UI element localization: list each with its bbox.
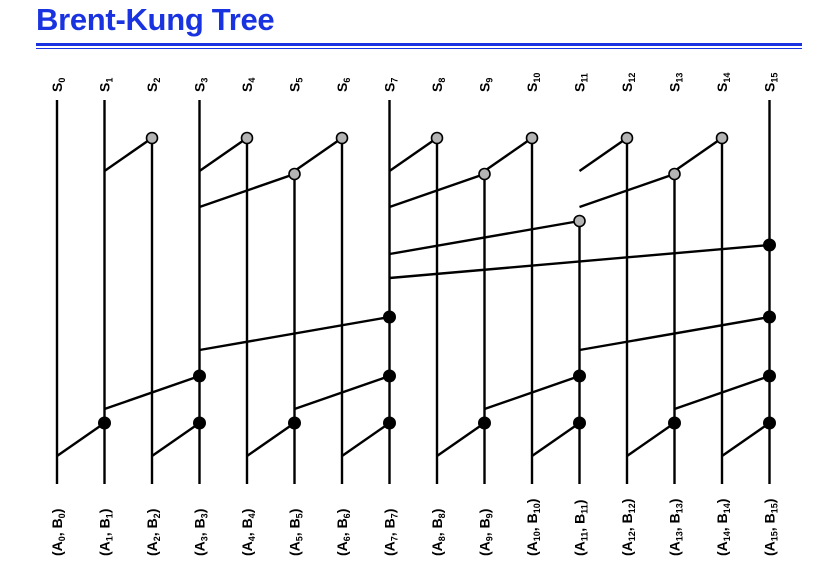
gray-node-12-level-7	[620, 131, 634, 145]
gray-node-13-level-6	[668, 167, 681, 181]
gray-node-14-level-7	[715, 131, 729, 145]
black-node-15-level-2	[763, 369, 776, 383]
input-label-a11-b11: (A11, B11)	[572, 500, 590, 556]
title-underline-thin	[36, 48, 802, 49]
gray-node-8-level-7	[430, 131, 444, 145]
link-13-to-15-level-2	[674, 374, 770, 411]
black-node-7-level-1	[383, 416, 396, 430]
input-label-a7-b7: (A7, B7)	[382, 509, 400, 556]
output-label-s8: S8	[429, 78, 447, 92]
output-label-s10: S10	[524, 73, 542, 92]
output-label-s11: S11	[572, 73, 590, 92]
input-label-a10-b10: (A10, B10)	[524, 499, 542, 556]
input-label-a14-b14: (A14, B14)	[714, 499, 732, 556]
link-7-to-15-level-4	[389, 243, 770, 280]
output-label-s0: S0	[49, 78, 67, 92]
link-11-to-12-level-7	[578, 137, 628, 172]
link-7-to-9-level-6	[389, 172, 485, 209]
link-1-to-3-level-2	[104, 374, 200, 411]
link-5-to-6-level-7	[293, 137, 343, 172]
link-6-to-7-level-1	[341, 422, 391, 457]
output-label-s12: S12	[619, 73, 637, 92]
link-9-to-10-level-7	[483, 137, 533, 172]
gray-node-10-level-7	[525, 131, 539, 145]
link-2-to-3-level-1	[151, 422, 201, 457]
input-label-a0-b0: (A0, B0)	[49, 509, 67, 556]
link-12-to-13-level-1	[626, 422, 676, 457]
input-label-a15-b15: (A15, B15)	[762, 499, 780, 556]
input-label-a6-b6: (A6, B6)	[334, 509, 352, 556]
output-label-s7: S7	[382, 78, 400, 92]
black-node-15-level-4	[763, 238, 776, 252]
link-7-to-11-level-5	[389, 219, 580, 256]
link-7-to-8-level-7	[388, 137, 438, 172]
output-label-s3: S3	[192, 78, 210, 92]
black-node-13-level-1	[668, 416, 681, 430]
link-1-to-2-level-7	[103, 137, 153, 172]
input-label-a5-b5: (A5, B5)	[287, 509, 305, 556]
gray-node-5-level-6	[288, 167, 301, 181]
output-label-s14: S14	[714, 73, 732, 92]
output-label-s1: S1	[97, 78, 115, 92]
input-label-a12-b12: (A12, B12)	[619, 499, 637, 556]
output-label-s5: S5	[287, 78, 305, 92]
output-label-row: S0 S1 S2 S3 S4 S5 S6 S7 S8 S9 S10 S11 S12 S13 S14 S15	[49, 73, 780, 92]
wire-layer	[55, 100, 771, 484]
output-label-s9: S9	[477, 78, 495, 92]
link-14-to-15-level-1	[721, 422, 771, 457]
black-node-5-level-1	[288, 416, 301, 430]
link-11-to-15-level-3	[579, 315, 770, 352]
output-label-s15: S15	[762, 73, 780, 92]
slide-title: Brent-Kung Tree	[36, 2, 275, 37]
gray-node-4-level-7	[240, 131, 254, 145]
link-8-to-9-level-1	[436, 422, 486, 457]
black-node-11-level-2	[573, 369, 586, 383]
black-node-3-level-1	[193, 416, 206, 430]
gray-node-9-level-6	[478, 167, 491, 181]
link-9-to-11-level-2	[484, 374, 580, 411]
input-label-a9-b9: (A9, B9)	[477, 509, 495, 556]
input-label-a2-b2: (A2, B2)	[144, 509, 162, 556]
input-label-a1-b1: (A1, B1)	[97, 509, 115, 556]
gray-node-11-level-5	[573, 214, 586, 228]
title-underline	[36, 43, 802, 46]
link-13-to-14-level-7	[673, 137, 723, 172]
link-3-to-5-level-6	[199, 172, 295, 209]
input-label-a8-b8: (A8, B8)	[429, 509, 447, 556]
black-node-9-level-1	[478, 416, 491, 430]
black-node-7-level-2	[383, 369, 396, 383]
black-node-3-level-2	[193, 369, 206, 383]
link-4-to-5-level-1	[246, 422, 296, 457]
output-label-s2: S2	[144, 78, 162, 92]
output-label-s4: S4	[239, 78, 257, 92]
input-label-a13-b13: (A13, B13)	[667, 499, 685, 556]
input-label-a4-b4: (A4, B4)	[239, 509, 257, 556]
link-10-to-11-level-1	[531, 422, 581, 457]
link-3-to-7-level-3	[199, 315, 390, 352]
black-node-15-level-1	[763, 416, 776, 430]
link-0-to-1-level-1	[56, 422, 106, 457]
black-node-7-level-3	[383, 310, 396, 324]
link-5-to-7-level-2	[294, 374, 390, 411]
black-node-11-level-1	[573, 416, 586, 430]
black-node-1-level-1	[98, 416, 111, 430]
output-label-s13: S13	[667, 73, 685, 92]
node-layer	[98, 131, 776, 430]
link-11-to-13-level-6	[579, 172, 675, 209]
input-label-row: (A0, B0) (A1, B1) (A2, B2) (A3, B3) (A4, B4)…	[49, 499, 780, 556]
gray-node-6-level-7	[335, 131, 349, 145]
gray-node-2-level-7	[145, 131, 159, 145]
link-3-to-4-level-7	[198, 137, 248, 172]
black-node-15-level-3	[763, 310, 776, 324]
input-label-a3-b3: (A3, B3)	[192, 509, 210, 556]
output-label-s6: S6	[334, 78, 352, 92]
